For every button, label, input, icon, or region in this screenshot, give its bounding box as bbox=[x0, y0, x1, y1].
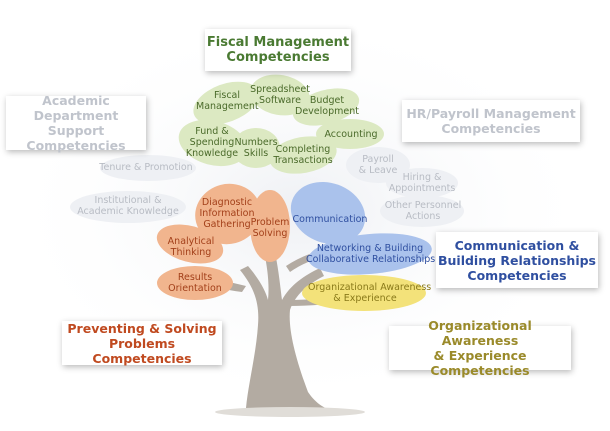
leaf-fiscal-management bbox=[193, 81, 259, 125]
hr-title-line-1: HR/Payroll Management bbox=[406, 106, 576, 121]
skill-fiscal-management: Fiscal Management bbox=[196, 90, 259, 112]
skill-diagnostic-line-2: Information bbox=[199, 208, 255, 219]
communication-title-line-3: Competencies bbox=[467, 267, 567, 283]
skill-fund-line-1: Fund & bbox=[195, 126, 229, 137]
communication-title-line-2: Building Relationships bbox=[437, 252, 596, 268]
leaf-budget bbox=[292, 88, 360, 126]
skill-organizational-awareness: Organizational Awareness & Experience bbox=[308, 282, 432, 304]
skill-payroll-line-1: Payroll bbox=[362, 154, 394, 165]
skill-other-personnel-line-2: Actions bbox=[405, 211, 441, 222]
skill-diagnostic-line-3: Gathering bbox=[203, 219, 251, 230]
skill-networking-line-2: Collaborative Relationships bbox=[306, 254, 436, 265]
skill-communication: Communication bbox=[292, 214, 368, 225]
skill-accounting: Accounting bbox=[320, 129, 382, 140]
skill-institutional-knowledge: Institutional & Academic Knowledge bbox=[72, 195, 184, 217]
skill-payroll-leave: Payroll & Leave bbox=[350, 154, 406, 176]
leaf-spreadsheet bbox=[250, 74, 310, 116]
skill-results-line-1: Results bbox=[177, 272, 213, 283]
skill-fiscal-management-line-2: Management bbox=[196, 101, 259, 112]
skill-hiring-appointments: Hiring & Appointments bbox=[386, 172, 458, 194]
academic-title-line-2: Department Support bbox=[33, 108, 119, 138]
skill-accounting-line-1: Accounting bbox=[324, 129, 378, 140]
skill-problem-solving: Problem Solving bbox=[248, 217, 292, 239]
leaf-analytical bbox=[156, 224, 224, 264]
skill-institutional-line-2: Academic Knowledge bbox=[77, 206, 179, 217]
leaf-completing bbox=[269, 136, 337, 174]
leaf-numbers bbox=[232, 128, 280, 168]
leaf-networking bbox=[308, 233, 432, 275]
skill-fiscal-management-line-1: Fiscal bbox=[213, 90, 241, 101]
leaf-hiring bbox=[386, 168, 458, 198]
fiscal-title-line-1: Fiscal Management bbox=[206, 35, 350, 50]
skill-communication-line-1: Communication bbox=[292, 214, 368, 225]
academic-title-line-1: Academic bbox=[42, 93, 110, 108]
skill-results-line-2: Orientation bbox=[168, 283, 222, 294]
skill-tenure-promotion: Tenure & Promotion bbox=[96, 162, 196, 173]
skill-networking: Networking & Building Collaborative Rela… bbox=[306, 243, 436, 265]
skill-institutional-line-1: Institutional & bbox=[94, 195, 162, 206]
fiscal-title-box: Fiscal Management Competencies bbox=[205, 29, 351, 71]
skill-budget-line-2: Development bbox=[295, 106, 359, 117]
skill-other-personnel: Other Personnel Actions bbox=[380, 200, 466, 222]
leaf-institutional bbox=[70, 191, 186, 223]
skill-diagnostic-line-1: Diagnostic bbox=[201, 197, 253, 208]
leaf-problem-solving bbox=[250, 190, 290, 262]
skill-problem-solving-line-2: Solving bbox=[252, 228, 288, 239]
academic-title-line-3: Competencies bbox=[26, 138, 126, 153]
skill-fund-spending: Fund & Spending Knowledge bbox=[180, 126, 244, 159]
skill-results-orientation: Results Orientation bbox=[162, 272, 228, 294]
communication-title-line-1: Communication & bbox=[454, 237, 580, 253]
leaf-other-personnel bbox=[380, 195, 464, 227]
skill-analytical-line-2: Thinking bbox=[170, 247, 212, 258]
skill-payroll-line-2: & Leave bbox=[358, 165, 398, 176]
skill-diagnostic: Diagnostic Information Gathering bbox=[196, 197, 258, 230]
organizational-title-box: Organizational Awareness & Experience Co… bbox=[389, 318, 571, 378]
organizational-title-line-2: & Experience Competencies bbox=[430, 348, 530, 378]
skill-hiring-line-1: Hiring & bbox=[402, 172, 442, 183]
fiscal-title-line-2: Competencies bbox=[226, 50, 330, 65]
skill-analytical-line-1: Analytical bbox=[167, 236, 215, 247]
skill-tenure-line-1: Tenure & Promotion bbox=[99, 162, 193, 173]
skill-problem-solving-line-1: Problem bbox=[250, 217, 290, 228]
skill-completing-line-2: Transactions bbox=[273, 155, 333, 166]
skill-analytical-thinking: Analytical Thinking bbox=[162, 236, 220, 258]
organizational-title-line-1: Organizational Awareness bbox=[428, 318, 532, 348]
leaf-fund-spending bbox=[178, 119, 248, 167]
skill-networking-line-1: Networking & Building bbox=[316, 243, 424, 254]
skill-spreadsheet-line-1: Spreadsheet bbox=[250, 84, 310, 95]
hr-title-line-2: Competencies bbox=[441, 121, 541, 136]
skill-organizational-line-1: Organizational Awareness bbox=[308, 282, 432, 293]
skill-fund-line-2: Spending bbox=[189, 137, 235, 148]
skill-spreadsheet-line-2: Software bbox=[259, 95, 301, 106]
leaf-diagnostic bbox=[195, 183, 261, 245]
academic-title-box: Academic Department Support Competencies bbox=[6, 93, 146, 153]
skill-fund-line-3: Knowledge bbox=[185, 148, 239, 159]
hr-title-box: HR/Payroll Management Competencies bbox=[402, 100, 580, 142]
skill-organizational-line-2: & Experience bbox=[333, 293, 397, 304]
skill-numbers-line-2: Skills bbox=[243, 148, 269, 159]
skill-budget-line-1: Budget bbox=[309, 95, 345, 106]
problem-title-box: Preventing & Solving Problems Competenci… bbox=[62, 320, 222, 366]
skill-numbers-line-1: Numbers bbox=[234, 137, 278, 148]
ground-shadow bbox=[215, 407, 365, 417]
leaf-communication bbox=[290, 181, 366, 245]
skill-other-personnel-line-1: Other Personnel bbox=[384, 200, 462, 211]
problem-title-line-1: Preventing & Solving bbox=[67, 320, 217, 336]
leaf-accounting bbox=[316, 119, 384, 149]
skill-numbers: Numbers Skills bbox=[230, 137, 282, 159]
skill-hiring-line-2: Appointments bbox=[388, 183, 456, 194]
communication-title-box: Communication & Building Relationships C… bbox=[436, 232, 598, 288]
skill-completing-transactions: Completing Transactions bbox=[270, 144, 336, 166]
leaf-results bbox=[157, 266, 233, 300]
leaf-tenure bbox=[100, 155, 196, 181]
skill-spreadsheet-software: Spreadsheet Software bbox=[249, 84, 311, 106]
problem-title-line-2: Problems Competencies bbox=[92, 335, 192, 366]
leaf-organizational bbox=[302, 275, 426, 311]
skill-budget-development: Budget Development bbox=[294, 95, 360, 117]
skill-completing-line-1: Completing bbox=[275, 144, 331, 155]
